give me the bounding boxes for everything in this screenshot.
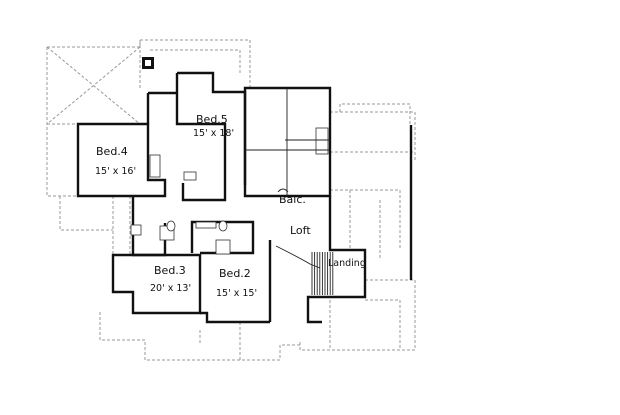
- room-size: 20' x 13': [150, 283, 191, 294]
- balcony-label: Balc.: [279, 193, 306, 206]
- room-bed2: Bed.2 15' x 15': [216, 267, 257, 299]
- room-name: Bed.4: [96, 145, 128, 158]
- room-bed5: Bed.5 15' x 18': [193, 113, 234, 139]
- walls: [76, 71, 413, 324]
- room-bed4: Bed.4 15' x 16': [95, 145, 136, 177]
- room-size: 15' x 18': [193, 128, 234, 139]
- loft-label: Loft: [290, 224, 311, 237]
- fixtures: [130, 88, 330, 269]
- landing-label: Landing: [328, 258, 366, 269]
- roof-outline: [46, 39, 416, 361]
- room-bed3: Bed.3 20' x 13': [150, 264, 191, 294]
- staircase: [311, 252, 334, 295]
- room-name: Bed.5: [196, 113, 228, 126]
- room-name: Bed.2: [219, 267, 251, 280]
- room-size: 15' x 16': [95, 166, 136, 177]
- room-name: Bed.3: [154, 264, 186, 277]
- room-size: 15' x 15': [216, 288, 257, 299]
